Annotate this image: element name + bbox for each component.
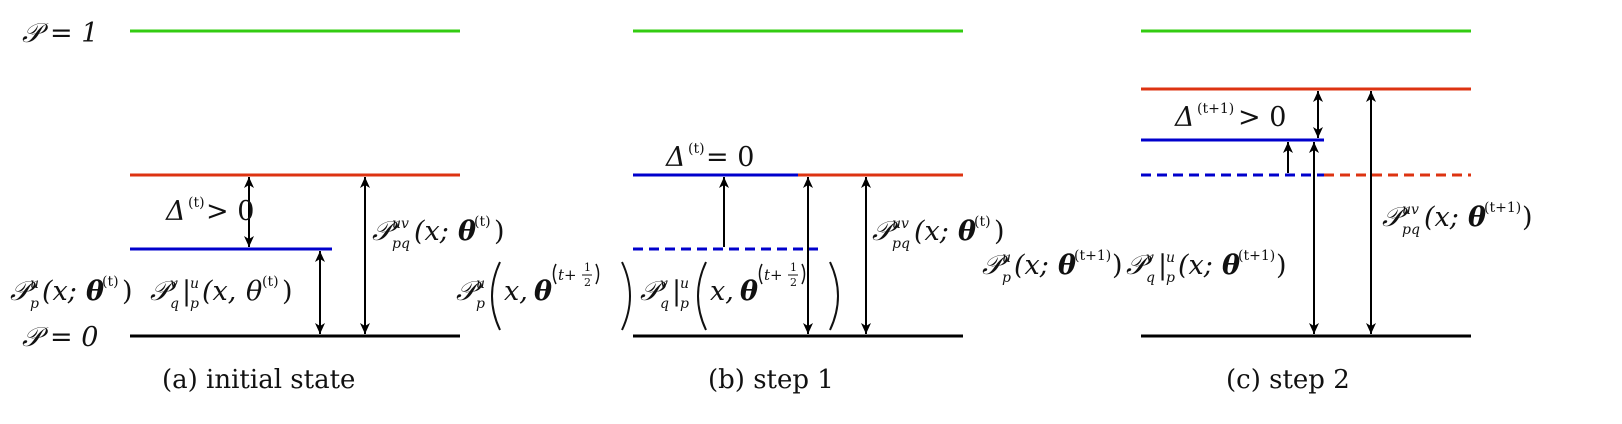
product-label-c: 𝒫 u p (x; θ (t+1) ) 𝒫 v q | u p (x; θ (t…	[982, 248, 1287, 286]
svg-text:u: u	[1166, 250, 1175, 266]
svg-text:|: |	[672, 276, 681, 307]
svg-text:Δ: Δ	[1174, 102, 1195, 133]
svg-text:θ: θ	[958, 216, 976, 247]
svg-text:u: u	[190, 276, 199, 292]
caption-c: (c) step 2	[1226, 365, 1350, 395]
svg-text:θ: θ	[246, 276, 262, 307]
svg-text:q: q	[170, 296, 179, 312]
svg-text:θ: θ	[86, 276, 104, 307]
svg-text:uv: uv	[392, 216, 409, 232]
svg-text:|: |	[182, 276, 191, 307]
svg-text:Δ: Δ	[165, 196, 186, 227]
svg-text:): )	[994, 216, 1005, 247]
svg-text:u: u	[476, 276, 485, 292]
p-equals-one-label: 𝒫 = 1	[22, 18, 98, 49]
svg-text:q: q	[1146, 270, 1155, 286]
svg-text:v: v	[1146, 250, 1154, 266]
svg-text:= 0: = 0	[706, 142, 754, 173]
svg-text:pq: pq	[892, 236, 910, 252]
svg-text:(x;: (x;	[42, 276, 77, 307]
svg-text:p: p	[476, 296, 485, 312]
svg-text:): )	[1522, 202, 1533, 233]
svg-text:): )	[1112, 250, 1123, 281]
svg-text:(t+1): (t+1)	[1484, 200, 1521, 216]
svg-text:θ: θ	[534, 276, 552, 307]
p-equals-zero-label: 𝒫 = 0	[22, 322, 98, 353]
svg-text:1: 1	[584, 261, 591, 274]
svg-text:u: u	[1002, 250, 1011, 266]
svg-text:(t): (t)	[102, 274, 119, 290]
svg-text:(x;: (x;	[1178, 250, 1213, 281]
svg-text:u: u	[680, 276, 689, 292]
svg-text:(x;: (x;	[914, 216, 949, 247]
svg-text:|: |	[1158, 250, 1167, 281]
svg-text:θ: θ	[740, 276, 758, 307]
svg-text:p: p	[30, 296, 39, 312]
svg-text:t+: t+	[558, 266, 577, 284]
caption-b: (b) step 1	[708, 365, 834, 395]
caption-a: (a) initial state	[162, 365, 355, 395]
svg-text:p: p	[680, 296, 689, 312]
svg-text:p: p	[190, 296, 199, 312]
svg-text:θ: θ	[1222, 250, 1240, 281]
svg-text:(t): (t)	[974, 214, 991, 230]
joint-prob-label-b: 𝒫 uv pq (x; θ (t) )	[872, 214, 1005, 252]
delta-label-b: Δ (t) = 0	[665, 141, 754, 173]
svg-text:p: p	[1166, 270, 1175, 286]
svg-text:): )	[122, 276, 133, 307]
svg-text:2: 2	[584, 276, 591, 289]
svg-text:Δ: Δ	[665, 142, 686, 173]
product-label-a: 𝒫 u p (x; θ (t) ) 𝒫 v q | u p (x, θ (t) …	[10, 274, 293, 312]
panel-a: 𝒫 = 1 𝒫 = 0 Δ (t) > 0 𝒫 uv pq (x; θ (t) …	[10, 18, 505, 395]
svg-text:t+: t+	[764, 266, 783, 284]
svg-text:q: q	[660, 296, 669, 312]
svg-text:(t+1): (t+1)	[1197, 101, 1234, 117]
svg-text:x,: x,	[504, 276, 528, 307]
svg-text:uv: uv	[892, 216, 909, 232]
half-step-product-label-b: 𝒫 u p x, θ t+ 1 2 𝒫 v q | u p x, θ t+ 1	[456, 261, 839, 331]
svg-text:(t): (t)	[262, 274, 279, 290]
svg-text:(x;: (x;	[1014, 250, 1049, 281]
svg-text:v: v	[660, 276, 668, 292]
svg-text:(t): (t)	[474, 214, 491, 230]
svg-text:pq: pq	[392, 236, 410, 252]
svg-text:u: u	[30, 276, 39, 292]
joint-prob-label-a: 𝒫 uv pq (x; θ (t) )	[372, 214, 505, 252]
svg-text:1: 1	[790, 261, 797, 274]
delta-label-c: Δ (t+1) > 0	[1174, 101, 1286, 133]
svg-text:uv: uv	[1402, 202, 1419, 218]
svg-text:> 0: > 0	[206, 196, 254, 227]
svg-text:> 0: > 0	[1238, 102, 1286, 133]
svg-text:(x;: (x;	[414, 216, 449, 247]
svg-text:θ: θ	[1058, 250, 1076, 281]
panel-b: Δ (t) = 0 𝒫 uv pq (x; θ (t) ) 𝒫 u p x, θ…	[456, 29, 1005, 395]
svg-text:(x,: (x,	[202, 276, 236, 307]
delta-label-a: Δ (t) > 0	[165, 195, 254, 227]
svg-text:pq: pq	[1402, 222, 1420, 238]
joint-prob-label-c: 𝒫 uv pq (x; θ (t+1) )	[1382, 200, 1533, 238]
svg-text:p: p	[1002, 270, 1011, 286]
svg-text:): )	[282, 276, 293, 307]
svg-text:(t): (t)	[188, 195, 205, 211]
panel-c: Δ (t+1) > 0 𝒫 uv pq (x; θ (t+1) ) 𝒫 u p …	[982, 29, 1533, 395]
svg-text:θ: θ	[1468, 202, 1486, 233]
svg-text:v: v	[170, 276, 178, 292]
svg-text:(t): (t)	[688, 141, 705, 157]
svg-text:θ: θ	[458, 216, 476, 247]
svg-text:(t+1): (t+1)	[1074, 248, 1111, 264]
svg-text:2: 2	[790, 276, 797, 289]
svg-text:(t+1): (t+1)	[1238, 248, 1275, 264]
svg-text:x,: x,	[710, 276, 734, 307]
svg-text:): )	[1276, 250, 1287, 281]
svg-text:): )	[494, 216, 505, 247]
svg-text:(x;: (x;	[1424, 202, 1459, 233]
